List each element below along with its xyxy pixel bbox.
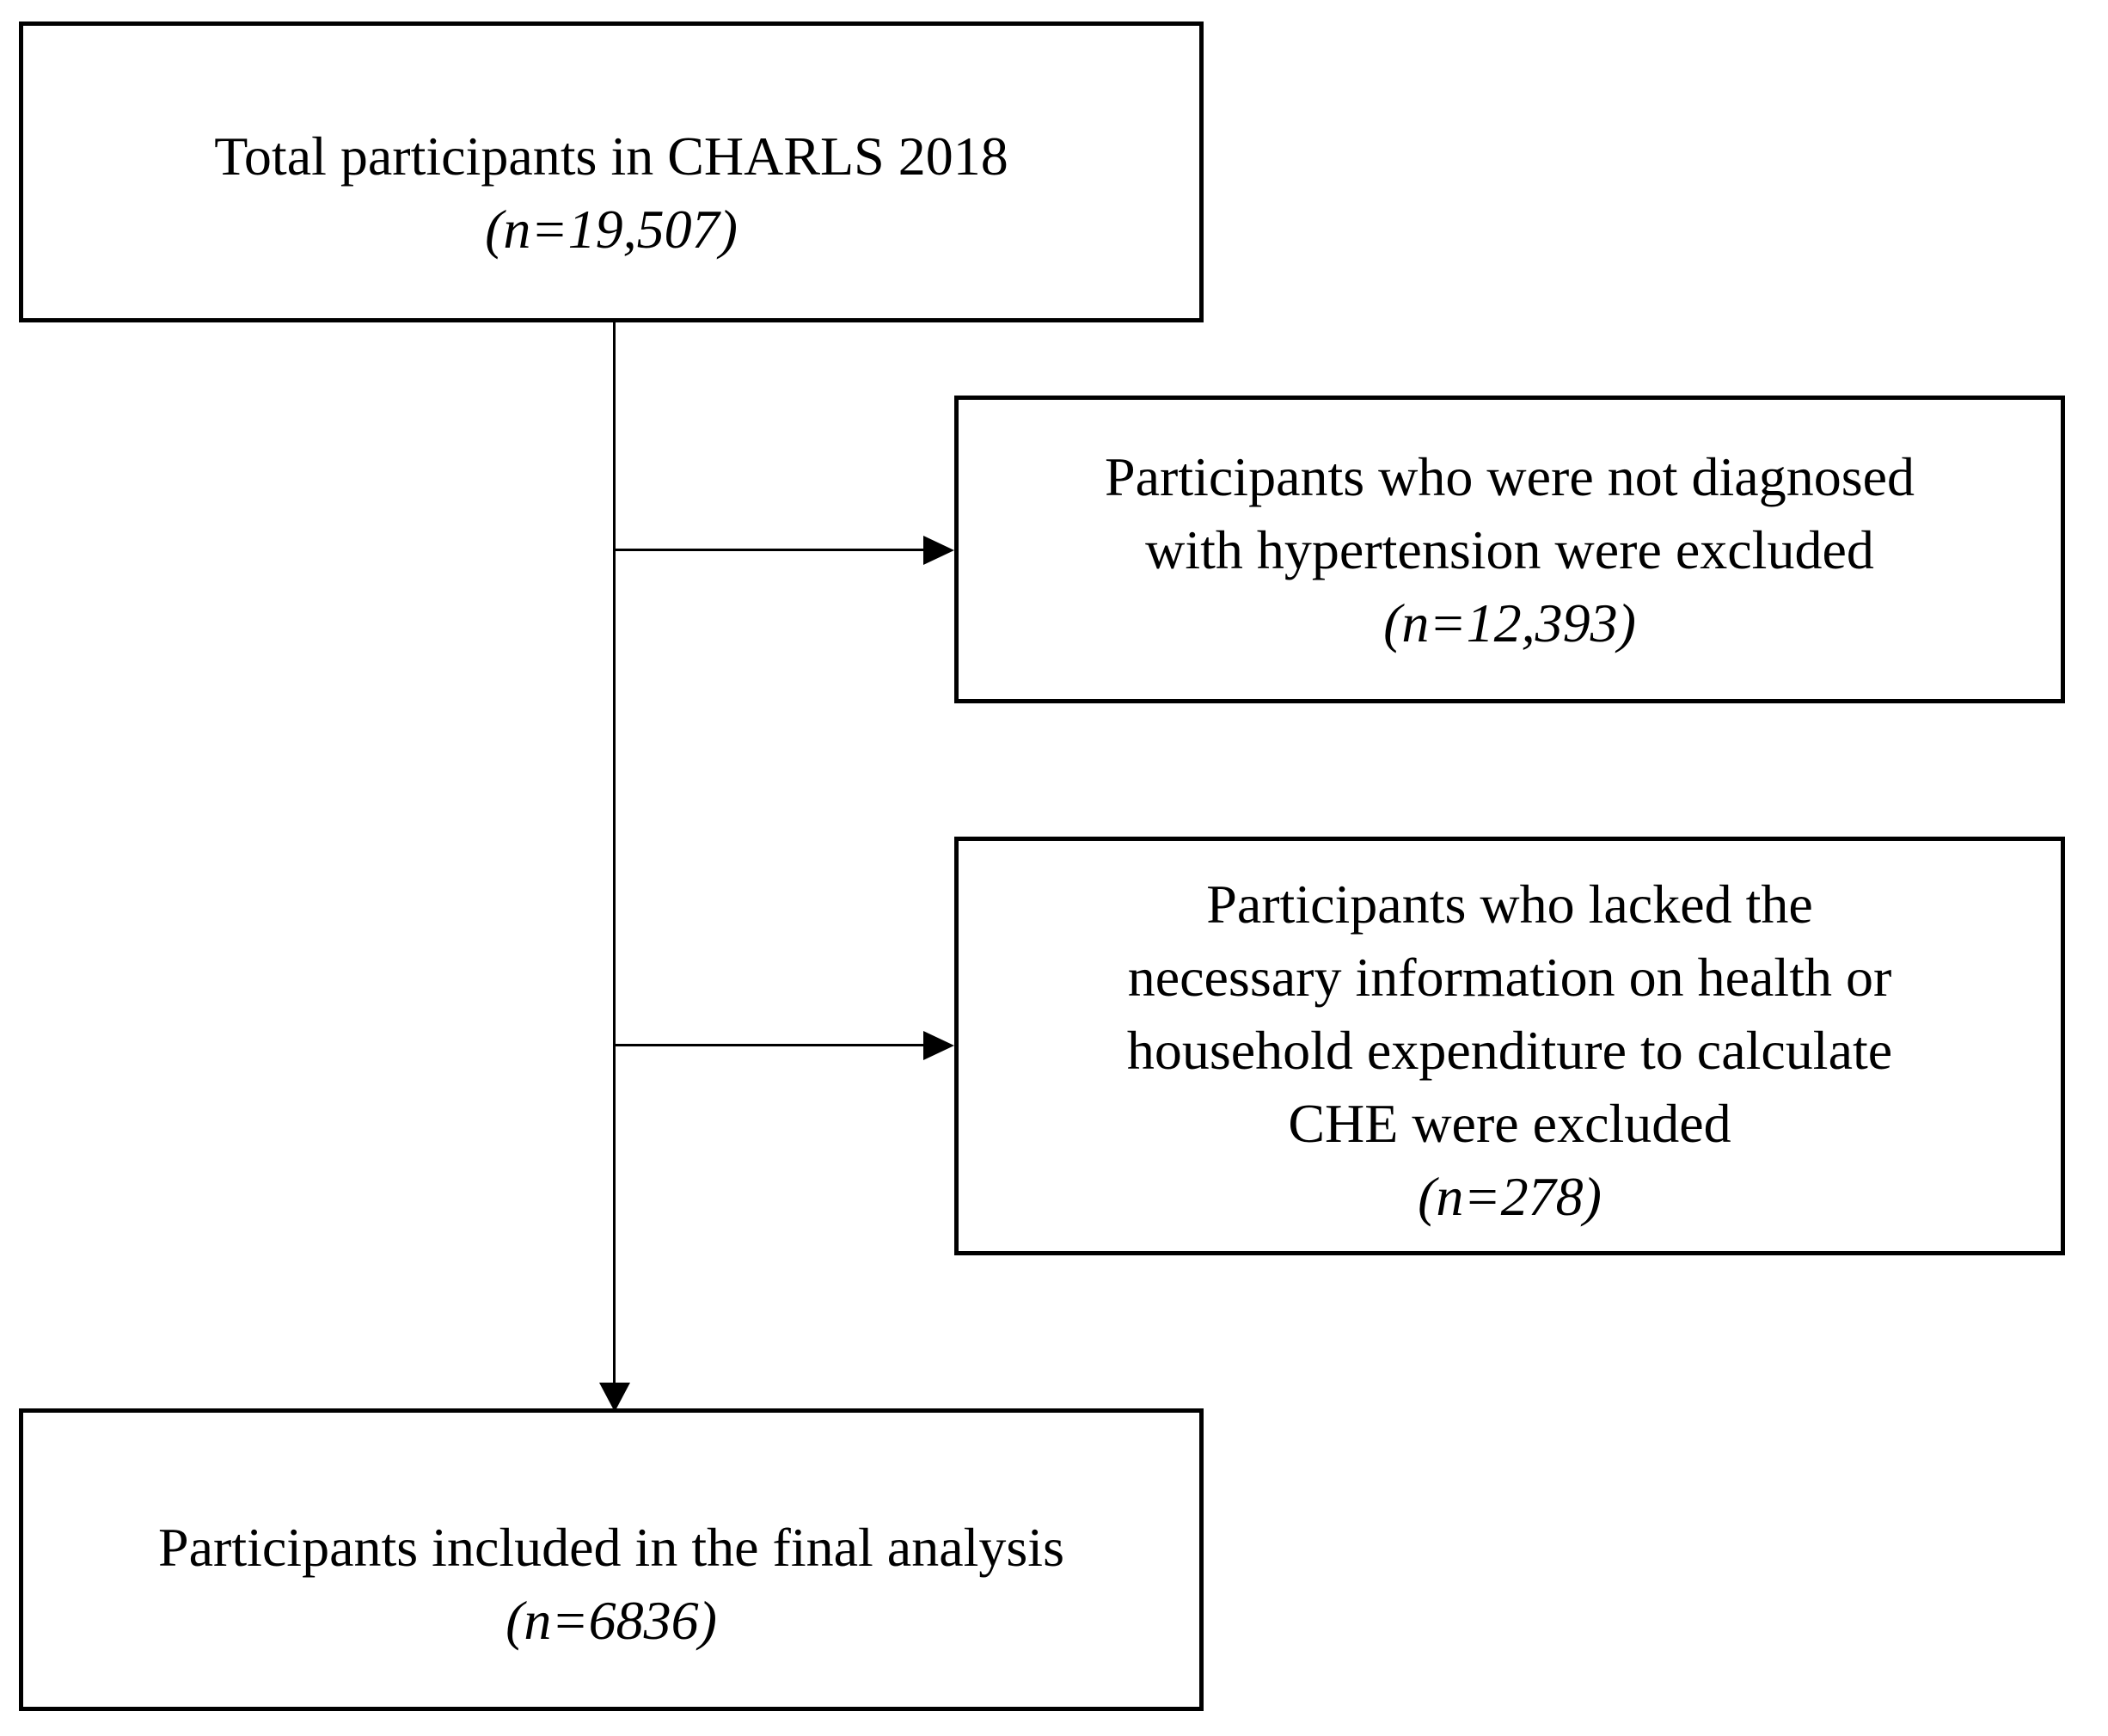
node-n-label: (n=278): [1418, 1166, 1602, 1227]
node-n-label: (n=19,507): [485, 199, 738, 260]
exclusion1-arrow-line: [615, 549, 924, 551]
right-arrowhead-icon: [923, 536, 954, 565]
node-text-line: household expenditure to calculate: [1126, 1020, 1893, 1081]
node-text-line: necessary information on health or: [1127, 947, 1892, 1008]
node-text-line: Participants who lacked the: [1206, 874, 1813, 935]
node-text-line: Participants who were not diagnosed: [1105, 445, 1915, 507]
node-excluded-missing-che-info: Participants who lacked the necessary in…: [954, 837, 2065, 1255]
down-arrowhead-icon: [599, 1383, 630, 1412]
node-n-label: (n=12,393): [1383, 592, 1636, 653]
node-text-line: Total participants in CHARLS 2018: [214, 126, 1008, 187]
right-arrowhead-icon: [923, 1031, 954, 1060]
spine-vertical-line: [613, 322, 616, 1386]
node-n-label: (n=6836): [506, 1589, 717, 1651]
node-text-line: CHE were excluded: [1288, 1093, 1731, 1154]
node-text-line: Participants included in the final analy…: [158, 1516, 1064, 1578]
node-excluded-no-hypertension: Participants who were not diagnosed with…: [954, 396, 2065, 703]
node-text-line: with hypertension were excluded: [1145, 518, 1874, 580]
node-final-analysis: Participants included in the final analy…: [19, 1408, 1204, 1711]
exclusion2-arrow-line: [615, 1044, 924, 1046]
node-total-participants: Total participants in CHARLS 2018 (n=19,…: [19, 21, 1204, 322]
